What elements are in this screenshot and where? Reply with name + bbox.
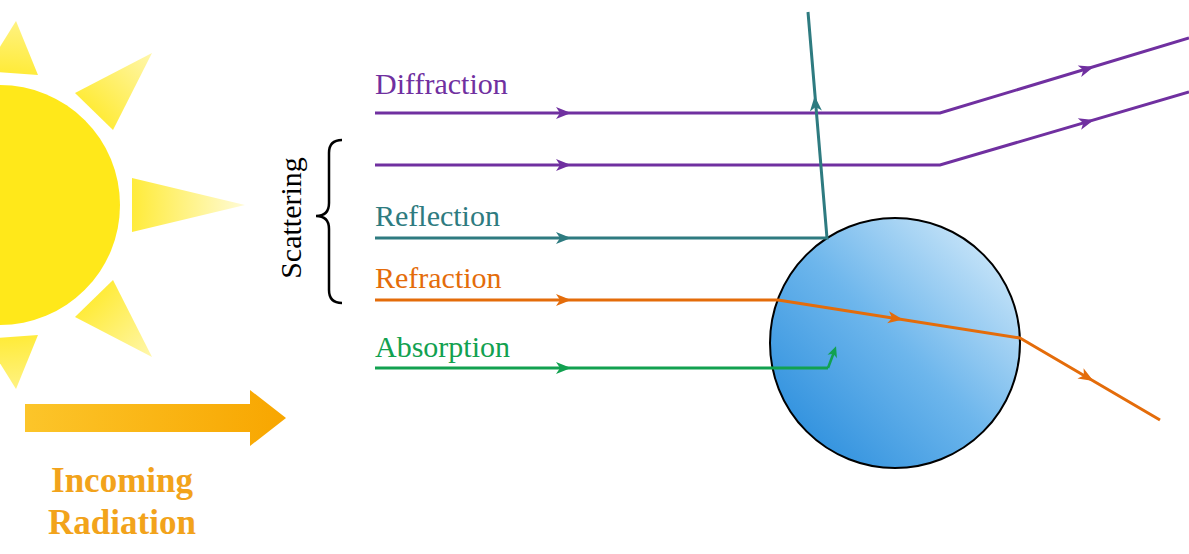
refraction-ray [375,300,1160,420]
group-label: Scattering [274,157,309,279]
arrowhead [556,159,571,171]
arrowhead [1078,61,1096,77]
ray-label: Refraction [375,261,502,296]
reflection-arrowheads [556,96,822,244]
arrowhead [809,96,822,112]
arrowhead [828,344,841,358]
sun [0,21,245,389]
arrowhead [887,311,904,325]
refraction-arrowheads [556,294,1096,386]
sun-ray [0,21,38,75]
arrowhead [1078,114,1096,130]
diffraction-arrowheads [556,61,1096,171]
arrowhead [556,232,571,244]
sun-ray [75,280,152,357]
ray [375,92,1189,165]
source-label: Incoming Radiation [22,460,222,544]
reflection-ray [375,12,827,238]
absorption-arrowheads [556,344,841,374]
particle [770,218,1020,468]
ray-label: Absorption [375,330,510,365]
scattering-bracket [316,140,342,303]
arrowhead [556,294,571,306]
arrowhead [1077,368,1096,386]
sun-ray [132,178,245,232]
sun-ray [75,53,152,130]
absorption-ray [375,367,828,370]
sun-ray [0,335,38,389]
arrowhead [556,362,571,374]
arrowhead [556,107,571,119]
diffraction-rays [375,38,1189,165]
sun-disc [0,85,120,325]
ray-label: Diffraction [375,67,508,102]
incoming-arrow [25,390,286,446]
ray-label: Reflection [375,199,500,234]
ray [375,38,1189,113]
